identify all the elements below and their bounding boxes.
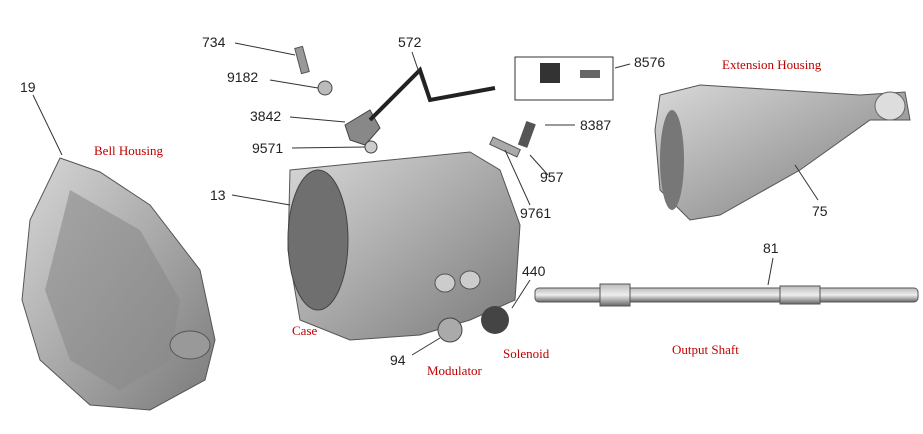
label-modulator: Modulator <box>427 363 483 378</box>
extension-housing-part <box>654 84 911 221</box>
part-number-957: 957 <box>540 169 564 185</box>
part-number-81: 81 <box>763 240 779 256</box>
part-number-3842: 3842 <box>250 108 281 124</box>
part-number-94: 94 <box>390 352 406 368</box>
part-number-9182: 9182 <box>227 69 258 85</box>
label-case: Case <box>292 323 318 338</box>
part-number-13: 13 <box>210 187 226 203</box>
leader-lines <box>32 42 819 356</box>
label-bell-housing: Bell Housing <box>94 143 163 158</box>
part-number-440: 440 <box>522 263 546 279</box>
small-parts <box>294 45 614 343</box>
part-number-75: 75 <box>812 203 828 219</box>
transmission-case-part <box>287 151 521 341</box>
output-shaft-part <box>534 283 919 307</box>
part-number-8576: 8576 <box>634 54 665 70</box>
label-output-shaft: Output Shaft <box>672 342 739 357</box>
part-number-9761: 9761 <box>520 205 551 221</box>
part-number-19: 19 <box>20 79 36 95</box>
part-number-572: 572 <box>398 34 422 50</box>
part-number-8387: 8387 <box>580 117 611 133</box>
label-solenoid: Solenoid <box>503 346 550 361</box>
bell-housing-part <box>21 157 216 411</box>
label-extension-housing: Extension Housing <box>722 57 822 72</box>
part-number-734: 734 <box>202 34 226 50</box>
part-number-9571: 9571 <box>252 140 283 156</box>
